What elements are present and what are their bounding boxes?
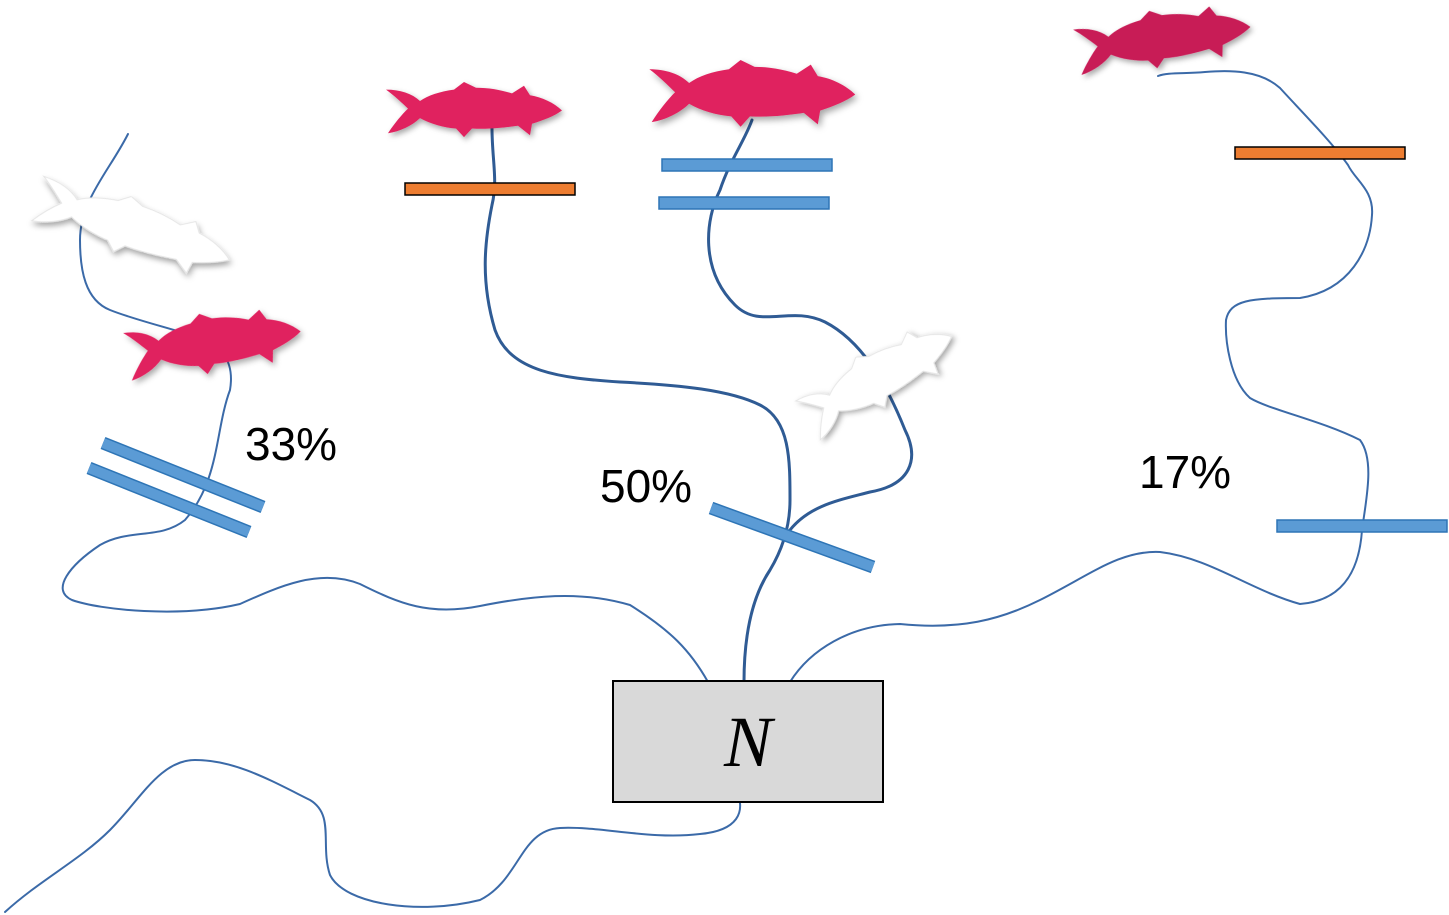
barrier-right-blue	[1276, 519, 1448, 533]
barrier-left-2-fill	[87, 463, 251, 537]
river-right	[789, 70, 1374, 683]
fish-icon	[1071, 0, 1255, 80]
river-lower	[4, 759, 742, 913]
percentage-left: 33%	[245, 418, 337, 470]
fish-icon	[386, 82, 562, 138]
fish-outline-icon	[791, 309, 966, 445]
fish-group	[27, 0, 1255, 445]
fish-icon	[649, 60, 856, 127]
barrier-orange-center-left	[404, 182, 576, 196]
node-box-rect	[612, 680, 884, 803]
barrier-center-top-1	[661, 158, 833, 172]
fish-icon	[121, 300, 305, 386]
node-box: N	[612, 680, 884, 803]
percentage-center: 50%	[600, 460, 692, 512]
barrier-center-slant	[709, 503, 875, 572]
barrier-center-top-2	[658, 196, 830, 210]
percentage-right: 17%	[1139, 446, 1231, 498]
barriers	[86, 146, 1448, 574]
river-left	[61, 133, 709, 683]
barrier-orange-right	[1234, 146, 1406, 160]
node-label: N	[723, 702, 776, 782]
river-center-branch	[707, 118, 914, 532]
river-center-trunk	[483, 126, 792, 684]
barrier-left-1-fill	[101, 438, 265, 512]
fish-outline-icon	[27, 168, 240, 287]
